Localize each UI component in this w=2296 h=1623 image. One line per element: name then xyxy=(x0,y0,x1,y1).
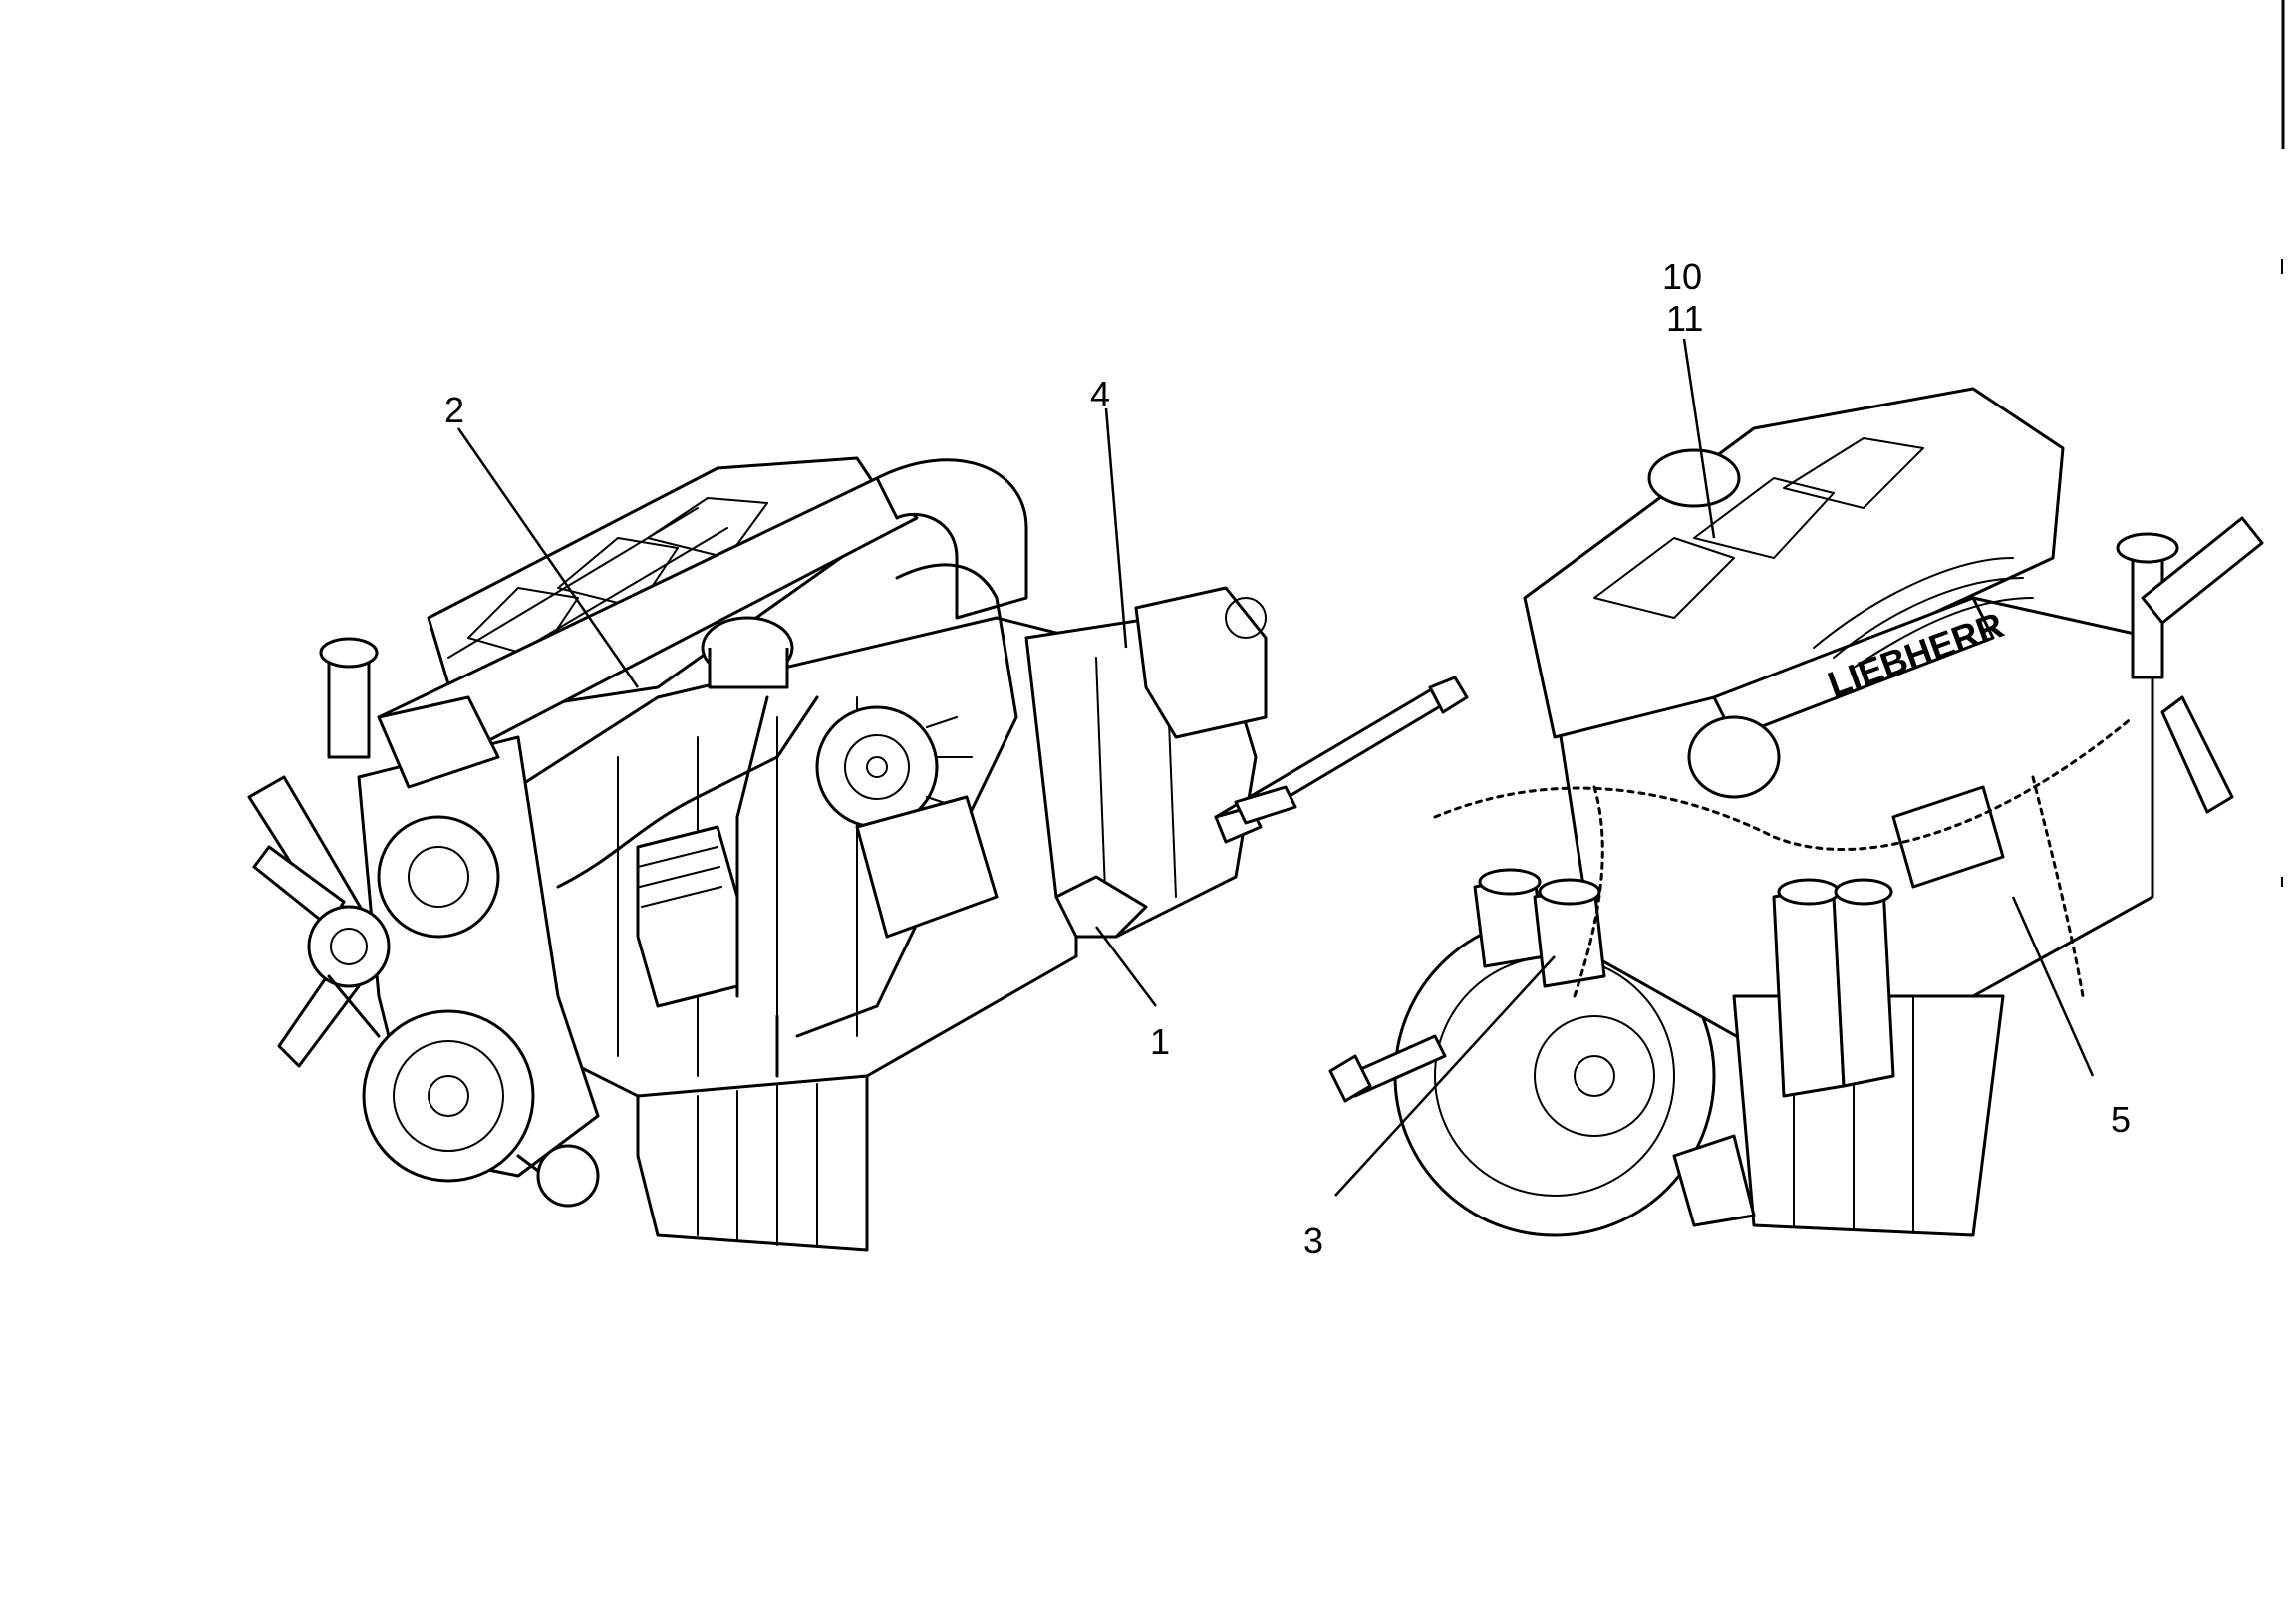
callout-10: 10 xyxy=(1662,256,1702,297)
callout-leaders xyxy=(456,338,2095,1197)
callout-3: 3 xyxy=(1303,1220,1323,1261)
right-engine-illustration: LIEBHERR xyxy=(1328,387,2264,1237)
fan-icon xyxy=(247,775,391,1068)
callout-4: 4 xyxy=(1090,374,1110,414)
left-engine-illustration xyxy=(247,456,1469,1252)
callout-11: 11 xyxy=(1666,298,1703,339)
callout-labels: 2 4 1 3 5 10 11 xyxy=(444,256,2131,1261)
callout-1: 1 xyxy=(1150,1021,1170,1062)
callout-5: 5 xyxy=(2111,1099,2131,1140)
callout-2: 2 xyxy=(444,390,464,430)
